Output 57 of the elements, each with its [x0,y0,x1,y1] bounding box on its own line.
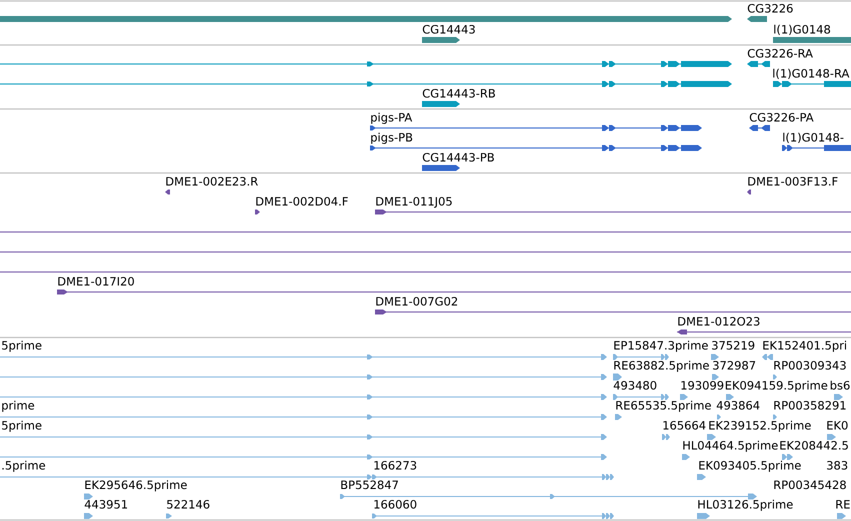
feature-label: l(1)G0148 [774,24,830,35]
feature-label: EK152401.5pri [763,340,846,352]
feature-label: DME1-011J05 [376,196,452,208]
feature-label: EK094159.5prime [726,380,828,392]
read-line [0,394,607,400]
feature-label: 383 [827,460,848,470]
feature-label: CG3226-RA [748,48,813,58]
feature-label: 5prime [2,340,42,352]
feature-label: EP15847.3prime [614,340,708,352]
feature-label: DME1-002E23.R [166,176,258,186]
feature-label: CG14443-PB [422,152,494,162]
feature-label: 493480 [614,380,656,390]
feature-label: RE65535.5prime [616,400,711,412]
feature-label: 372987 [713,360,756,370]
feature-label: RE63882.5prime [614,360,709,372]
feature-label: EK208442.5 [780,440,848,450]
feature-label: 166273 [374,460,416,470]
feature-label: 193099 [681,380,724,390]
feature-label: CG14443 [422,24,475,34]
feature-label: RP00345428 [774,480,846,490]
feature-label: RP00309343 [774,360,846,370]
feature-label: 443951 [84,500,128,509]
feature-label: EK239152.5prime [709,420,811,432]
read-line [0,374,607,380]
feature-label: BP552847 [341,480,398,490]
feature-label: 165664 [663,420,706,430]
feature-label: RE [836,500,850,508]
feature-label: .5prime [2,460,46,472]
feature-label: 522146 [167,500,210,509]
feature-label: RP00358291 [774,400,846,410]
feature-label: CG14443-RB [422,88,495,98]
feature-label: HL04464.5prime [683,440,778,452]
gene-model [0,61,732,67]
feature-label: pigs-PB [371,132,412,144]
feature-label: DME1-017I20 [58,276,134,286]
feature-label: prime [2,400,34,412]
gene-bar [0,16,732,22]
feature-label: EK093405.5prime [699,460,801,472]
feature-label: DME1-012O23 [678,316,760,326]
feature-label: CG3226-PA [750,112,814,122]
gene-model [0,81,732,87]
feature-label: 5prime [2,420,42,432]
feature-label: DME1-007G02 [376,296,458,306]
feature-label: EK295646.5prime [85,480,187,492]
feature-label: bs6 [830,380,850,390]
feature-label: DME1-002D04.F [256,196,348,206]
feature-label: 166060 [374,500,416,509]
feature-label: CG3226 [748,4,793,13]
read-line [0,454,607,460]
feature-label: 493864 [716,400,760,410]
feature-label: HL03126.5prime [698,500,793,511]
feature-label: EK0 [827,420,848,430]
feature-label: DME1-003F13.F [748,176,838,186]
feature-label: l(1)G0148-RA [773,68,850,79]
feature-label: 375219 [712,340,754,350]
feature-label: l(1)G0148- [783,132,844,143]
feature-label: pigs-PA [371,112,412,124]
